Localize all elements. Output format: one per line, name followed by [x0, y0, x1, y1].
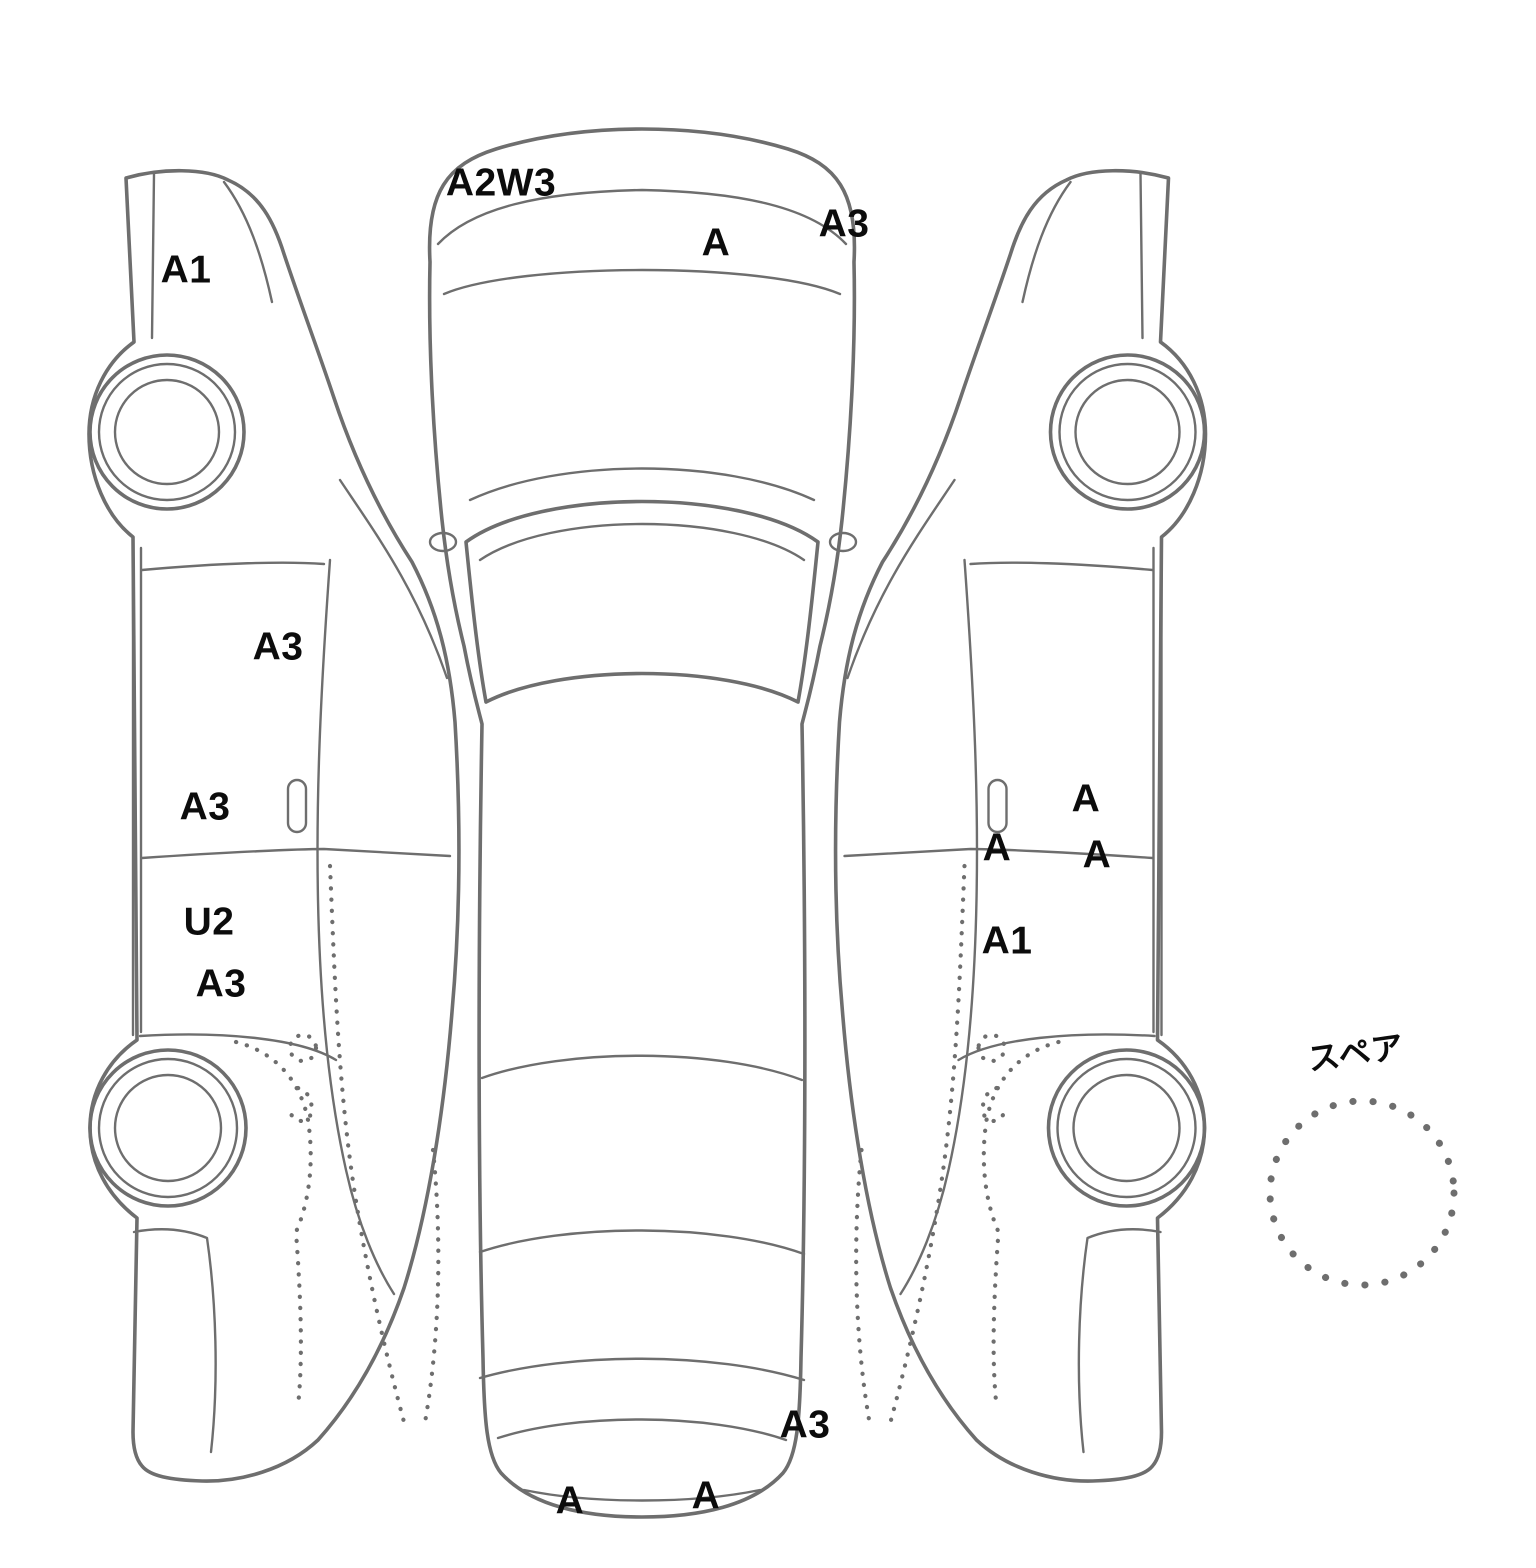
- damage-label-front-bumper-right: A3: [818, 202, 870, 246]
- front-wheel: [88, 353, 246, 511]
- damage-label-rear-bumper-center: A: [691, 1474, 721, 1518]
- front-wheel-rim: [113, 378, 221, 486]
- rocker-panel-line: [131, 543, 143, 1037]
- hidden-structure-dotted: [327, 863, 407, 1425]
- rear-bumper-inner-arc: [496, 1418, 788, 1442]
- right-mirror: [828, 531, 858, 553]
- rear-tire-inner: [97, 1057, 239, 1199]
- rear-wheel: [88, 1048, 248, 1208]
- damage-label-right-door-center: A: [982, 826, 1012, 870]
- front-bumper-seam: [150, 172, 274, 340]
- a-pillar-line: [338, 478, 449, 680]
- damage-label-front-bumper-left: A2W3: [445, 161, 557, 205]
- door-handle: [286, 778, 308, 834]
- front-bumper-arcs: [436, 188, 848, 296]
- rear-bumper-seam: [132, 1228, 217, 1454]
- fuel-cap-dotted: [287, 1032, 319, 1064]
- damage-label-rear-bumper-left: A: [555, 1479, 585, 1523]
- hidden-arch-dotted: [233, 1039, 313, 1409]
- top-view: [427, 127, 858, 1519]
- rear-window-bottom-line: [478, 1229, 806, 1256]
- hidden-structure-dotted-2: [421, 1147, 441, 1431]
- beltline: [316, 558, 396, 1296]
- damage-label-right-door-upper: A: [1071, 777, 1101, 821]
- rear-window-top-line: [480, 1054, 804, 1082]
- top-body-outline: [427, 127, 857, 1519]
- rear-bumper-lower-line: [522, 1488, 762, 1502]
- front-tire-inner: [97, 362, 237, 502]
- damage-label-left-rear-door: A3: [195, 962, 247, 1006]
- damage-label-right-door-right: A: [1082, 833, 1112, 877]
- damage-label-left-door-lower: A3: [179, 785, 231, 829]
- side-body-outline: [87, 168, 461, 1483]
- damage-label-left-door-upper: A3: [252, 625, 304, 669]
- damage-label-rear-bumper-right: A3: [779, 1403, 831, 1447]
- right-side-view: [836, 171, 1206, 1481]
- damage-label-left-rocker: U2: [183, 900, 235, 944]
- damage-label-front-bumper-center: A: [701, 221, 731, 265]
- rear-wheel-rim: [113, 1073, 223, 1183]
- door-seams: [138, 561, 452, 1062]
- windshield-outline: [464, 499, 820, 704]
- spare-tire-circle: [1266, 1097, 1458, 1289]
- windshield-inner-line: [478, 522, 806, 562]
- damage-label-right-rear-quarter: A1: [981, 919, 1033, 963]
- left-side-view: [87, 168, 461, 1483]
- left-mirror: [428, 531, 458, 553]
- trunk-seam: [478, 1357, 806, 1382]
- cowl-line: [468, 467, 816, 502]
- small-detail-dotted: [287, 1085, 314, 1123]
- damage-label-left-front-fender: A1: [160, 248, 212, 292]
